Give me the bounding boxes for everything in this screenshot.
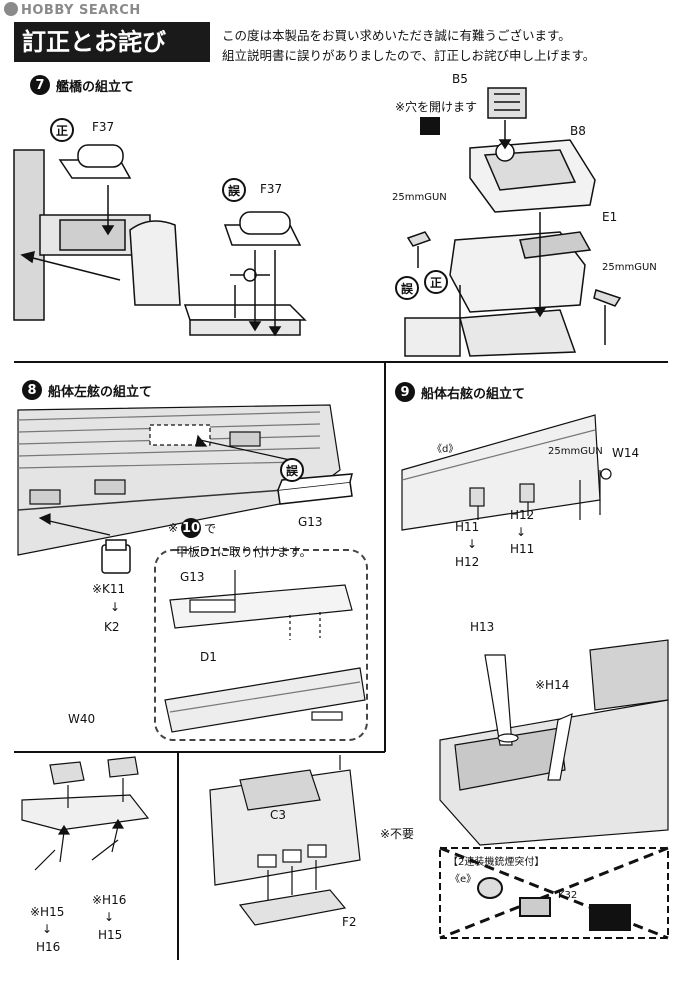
label-f37-wrong: F37: [260, 182, 283, 196]
label-h16-first: ※H16: [92, 893, 127, 907]
arrow-h12-h11: ↓: [516, 525, 527, 539]
step-number-10: 10: [181, 518, 202, 538]
label-g13: G13: [298, 515, 323, 529]
page-title: 訂正とお詫び: [14, 22, 210, 62]
label-d-marker: 《d》: [432, 444, 459, 455]
label-25mm-gun-left: 25mmGUN: [392, 192, 447, 203]
label-not-needed: ※不要: [380, 827, 415, 841]
unneeded-box-title: 【2連装機銃煙突付】: [448, 857, 545, 868]
part-g13: [277, 473, 353, 505]
part-w40-drawing: [21, 756, 150, 871]
label-b8: B8: [570, 124, 586, 138]
label-e1: E1: [602, 210, 618, 224]
label-w14: W14: [612, 446, 640, 460]
ship-stern-drawing: [439, 639, 669, 846]
drill-hole-icon: [420, 117, 440, 135]
intro-line-2: 組立説明書に誤りがありましたので、訂正しお詫び申し上げます。: [222, 48, 596, 63]
callout-suffix: で: [204, 521, 217, 536]
section-8-heading: 船体左舷の組立て: [48, 384, 153, 400]
section-8-title: 8 船体左舷の組立て: [22, 380, 152, 400]
drill-hole-note: ※穴を開けます: [395, 100, 478, 114]
label-f2: F2: [342, 915, 357, 929]
correct-mark-right: 正: [424, 270, 448, 294]
watermark-logo: [4, 2, 18, 16]
label-h16-second: H16: [36, 940, 61, 954]
label-25mm-gun-right: 25mmGUN: [602, 262, 657, 273]
label-b5: B5: [452, 72, 468, 86]
label-k2: K2: [104, 620, 120, 634]
label-h12-first: H12: [510, 508, 535, 522]
label-h11-second: H11: [510, 542, 535, 556]
arrow-h11-h12: ↓: [467, 537, 478, 551]
bridge-left-drawing: [13, 144, 307, 336]
unneeded-parts-box: [439, 846, 669, 940]
arrow-h15-h16: ↓: [42, 922, 53, 936]
part-c3-f2-drawing: [209, 755, 361, 926]
label-k32: K32: [558, 890, 578, 901]
step-number-7: 7: [30, 75, 50, 95]
label-h12-second: H12: [455, 555, 480, 569]
bridge-right-drawing: [404, 87, 622, 357]
label-e-marker: 《e》: [450, 874, 477, 885]
label-w40: W40: [68, 712, 96, 726]
hull-left-drawing: [17, 404, 341, 556]
arrow-k11-k2: ↓: [110, 600, 121, 614]
intro-line-1: この度は本製品をお買い求めいただき誠に有難うございます。: [222, 28, 571, 43]
callout-heading: ※ 10 で: [168, 518, 216, 538]
label-25mm-gun-hull: 25mmGUN: [548, 446, 603, 457]
label-c3: C3: [270, 808, 287, 822]
intro-text: この度は本製品をお買い求めいただき誠に有難うございます。 組立説明書に誤りがあり…: [222, 26, 595, 66]
label-k11: ※K11: [92, 582, 126, 596]
label-h15-first: ※H15: [30, 905, 65, 919]
hull-right-drawing: [401, 414, 612, 531]
section-9-heading: 船体右舷の組立て: [421, 386, 526, 402]
watermark-text: HOBBY SEARCH: [21, 3, 141, 18]
callout-instruction: 甲板D1に取り付けます。: [176, 545, 312, 559]
section-9-title: 9 船体右舷の組立て: [395, 382, 525, 402]
wrong-mark-right: 誤: [395, 276, 419, 300]
label-h13: H13: [470, 620, 495, 634]
label-h14: ※H14: [535, 678, 570, 692]
label-d1: D1: [200, 650, 217, 664]
step-number-8: 8: [22, 380, 42, 400]
part-k11: [101, 539, 131, 574]
bridge-part-f37-wrong: [223, 211, 302, 337]
callout-deck-drawing: [154, 549, 368, 741]
label-f37-correct: F37: [92, 120, 115, 134]
label-h15-second: H15: [98, 928, 123, 942]
callout-prefix: ※: [168, 521, 179, 535]
watermark: HOBBY SEARCH: [4, 2, 141, 18]
arrow-h16-h15: ↓: [104, 910, 115, 924]
label-h11-first: H11: [455, 520, 480, 534]
wrong-mark-left: 誤: [222, 178, 246, 202]
step-number-9: 9: [395, 382, 415, 402]
section-7-heading: 艦橋の組立て: [56, 79, 135, 95]
label-callout-g13: G13: [180, 570, 205, 584]
wrong-mark-hull: 誤: [280, 458, 304, 482]
correct-mark-left: 正: [50, 118, 74, 142]
section-7-title: 7 艦橋の組立て: [30, 75, 134, 95]
